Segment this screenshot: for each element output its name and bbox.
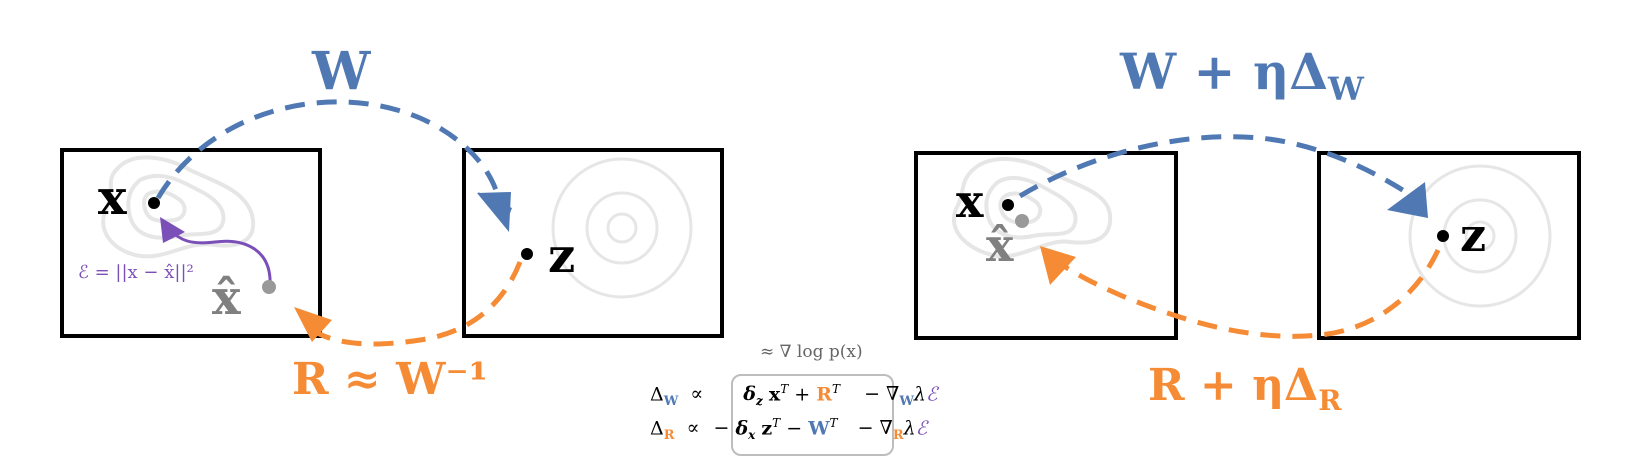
- decoder-arrowhead-left: [294, 307, 332, 342]
- transpose-sup: T: [832, 382, 841, 396]
- gradient-subscript: W: [899, 394, 914, 410]
- data-space-box-right: [914, 151, 1178, 340]
- xhat-point-left: [262, 280, 276, 294]
- data-space-box-left: [60, 148, 322, 338]
- lhs-subscript: W: [663, 394, 679, 410]
- x-label-left: x: [98, 170, 127, 226]
- z-point-left: [521, 248, 533, 260]
- decoder-arrow-left: [308, 261, 523, 347]
- decoder-arrowhead-right: [1040, 246, 1076, 285]
- error-arrowhead: [160, 217, 185, 243]
- z-label-left: z: [548, 228, 576, 284]
- xhat-label-left: x̂: [212, 270, 241, 326]
- decoder-weight-label-left: R ≈ W⁻¹: [292, 354, 488, 405]
- delta-x-symbol: δ: [735, 417, 749, 440]
- gradient-subscript: R: [892, 428, 904, 444]
- error-symbol: ℰ: [915, 417, 928, 440]
- delta-z-subscript: z: [755, 394, 763, 409]
- score-annotation: ≈ ∇ log p(x): [760, 342, 863, 362]
- delta-symbol: Δ: [650, 417, 664, 440]
- data-density-contours-left: [101, 155, 256, 259]
- gradient-term: − ∇: [857, 417, 893, 440]
- lambda-symbol: λ: [903, 417, 916, 440]
- transpose-sup: T: [772, 416, 781, 430]
- delta-symbol: Δ: [650, 383, 664, 406]
- minus-symbol: −: [713, 417, 730, 440]
- z-label-right: z: [1460, 208, 1487, 262]
- lambda-symbol: λ: [913, 383, 926, 406]
- x-point-left: [148, 197, 160, 209]
- r-symbol: R: [816, 383, 833, 406]
- w-symbol: W: [808, 417, 830, 440]
- decoder-update-label: R + ηΔR: [1148, 360, 1341, 427]
- gradient-term: − ∇: [864, 383, 900, 406]
- plus-symbol: +: [794, 383, 811, 406]
- encoder-arrow-right: [1018, 134, 1427, 208]
- decoder-update-subscript: R: [1318, 383, 1342, 417]
- proportional-symbol: ∝: [686, 417, 700, 440]
- encoder-update-equation: ΔW ∝ δz xT + RT − ∇Wλℰ: [650, 382, 937, 409]
- encoder-arrowhead-left-tip: [477, 192, 511, 232]
- latent-space-box-right: [1317, 151, 1581, 340]
- reconstruction-error-label: ℰ = ||x − x̂||²: [78, 262, 194, 283]
- encoder-update-subscript: W: [1328, 70, 1364, 108]
- encoder-update-weight: W + ηΔ: [1120, 42, 1329, 101]
- decoder-update-equation: ΔR ∝ − δx zT − WT − ∇Rλℰ: [650, 416, 927, 443]
- x-symbol: x: [768, 383, 781, 406]
- encoder-weight-label-left: W: [312, 41, 371, 102]
- x-point-right: [1002, 199, 1014, 211]
- score-term-box: [731, 374, 894, 456]
- latent-space-box-left: [462, 148, 724, 338]
- transpose-sup: T: [829, 416, 838, 430]
- decoder-update-weight: R + ηΔ: [1148, 360, 1319, 411]
- xhat-label-right: x̂: [986, 218, 1014, 272]
- xhat-point-right: [1015, 214, 1029, 228]
- lhs-subscript: R: [663, 428, 675, 444]
- z-point-right: [1437, 230, 1449, 242]
- transpose-sup: T: [780, 382, 789, 396]
- proportional-symbol: ∝: [690, 383, 704, 406]
- encoder-arrow-left: [155, 99, 503, 206]
- encoder-update-label: W + ηΔW: [1120, 42, 1364, 119]
- z-symbol: z: [761, 417, 773, 440]
- decoder-arrow-right: [1050, 248, 1441, 339]
- data-density-contours-right: [951, 157, 1113, 259]
- x-label-right: x: [956, 174, 984, 228]
- error-arrow: [168, 228, 272, 287]
- encoder-arrowhead-right: [1387, 182, 1428, 218]
- delta-x-subscript: x: [748, 428, 756, 443]
- delta-z-symbol: δ: [743, 383, 756, 406]
- latent-density-contours-left: [551, 157, 693, 299]
- error-symbol: ℰ: [925, 383, 938, 406]
- minus-symbol: −: [786, 417, 803, 440]
